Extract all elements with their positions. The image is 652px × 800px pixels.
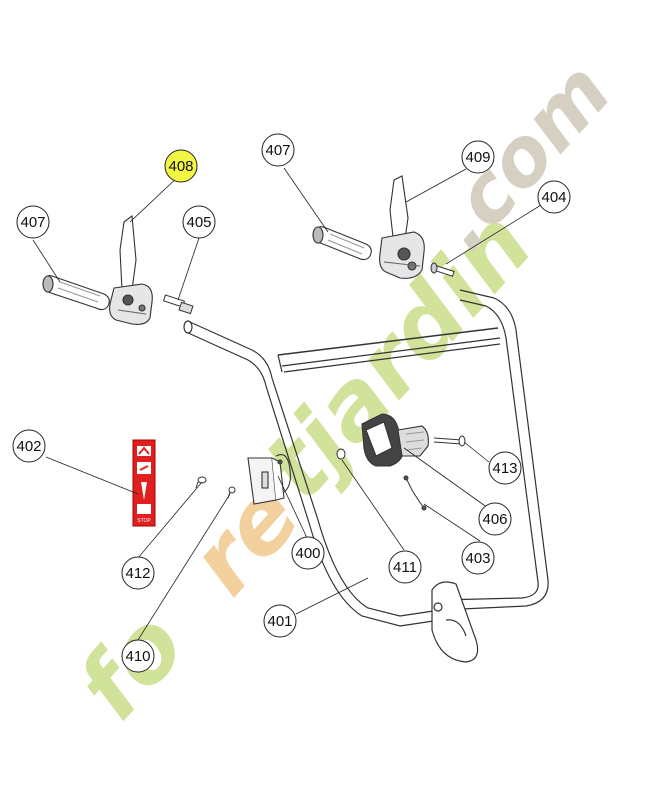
callout-408-label: 408 [168, 158, 193, 175]
callout-409-label: 409 [465, 149, 490, 166]
callout-411: 411 [388, 550, 422, 584]
callout-405: 405 [182, 205, 216, 239]
callout-407-left-label: 407 [20, 214, 45, 231]
watermark: fo re tjardin .com [57, 45, 629, 740]
leader-407-left [32, 239, 61, 283]
callout-401: 401 [263, 604, 297, 638]
callout-406: 406 [478, 502, 512, 536]
callout-403: 403 [461, 541, 495, 575]
callout-412: 412 [121, 556, 155, 590]
cable-403 [403, 475, 427, 511]
leader-404 [445, 204, 542, 265]
leader-403 [423, 503, 481, 542]
leader-407-right [283, 167, 329, 233]
callout-401-label: 401 [267, 613, 292, 630]
leader-400 [277, 475, 309, 541]
leader-402 [45, 456, 139, 495]
callout-408: 408 [164, 149, 198, 183]
callout-403-label: 403 [465, 550, 490, 567]
leader-401 [295, 577, 369, 615]
control-box [361, 413, 429, 467]
leader-411 [341, 459, 405, 551]
washer-411 [336, 448, 346, 460]
callout-404-label: 404 [541, 189, 566, 206]
pin-413 [433, 435, 466, 447]
callout-406-label: 406 [482, 511, 507, 528]
callout-407-left: 407 [16, 205, 50, 239]
cable-connector [162, 294, 194, 315]
leader-410 [137, 493, 231, 641]
callout-407-right: 407 [261, 133, 295, 167]
leader-412 [137, 481, 203, 559]
leader-406 [403, 447, 489, 509]
leader-lines [32, 167, 542, 641]
bolt-404 [430, 262, 455, 277]
lever-right [379, 175, 425, 279]
callout-404: 404 [537, 180, 571, 214]
callout-410: 410 [121, 639, 155, 673]
decal-stop-text: STOP [137, 518, 151, 524]
leader-413 [463, 441, 490, 463]
callout-411-label: 411 [393, 559, 417, 576]
callout-402-label: 402 [16, 438, 41, 455]
screw-412 [195, 476, 207, 489]
leader-405 [177, 237, 200, 301]
callout-407-right-label: 407 [265, 142, 290, 159]
leader-409 [405, 168, 467, 203]
callout-408-circle [164, 149, 198, 183]
safety-decal: STOP [132, 439, 156, 527]
callout-410-label: 410 [125, 648, 150, 665]
leader-408 [129, 173, 182, 223]
callout-412-label: 412 [125, 565, 150, 582]
callouts: 408 407 405 407 409 404 402 413 [12, 133, 571, 673]
grip-left [42, 275, 110, 311]
callout-409: 409 [461, 140, 495, 174]
callout-400: 400 [291, 536, 325, 570]
switch-bracket [247, 454, 291, 505]
callout-413: 413 [488, 451, 522, 485]
handlebar-frame [183, 289, 549, 663]
lever-left [109, 214, 153, 325]
callout-413-label: 413 [492, 460, 517, 477]
callout-400-label: 400 [295, 545, 320, 562]
grip-right [312, 226, 372, 261]
callout-405-label: 405 [186, 214, 211, 231]
callout-402: 402 [12, 429, 46, 463]
watermark-com: .com [415, 45, 629, 268]
